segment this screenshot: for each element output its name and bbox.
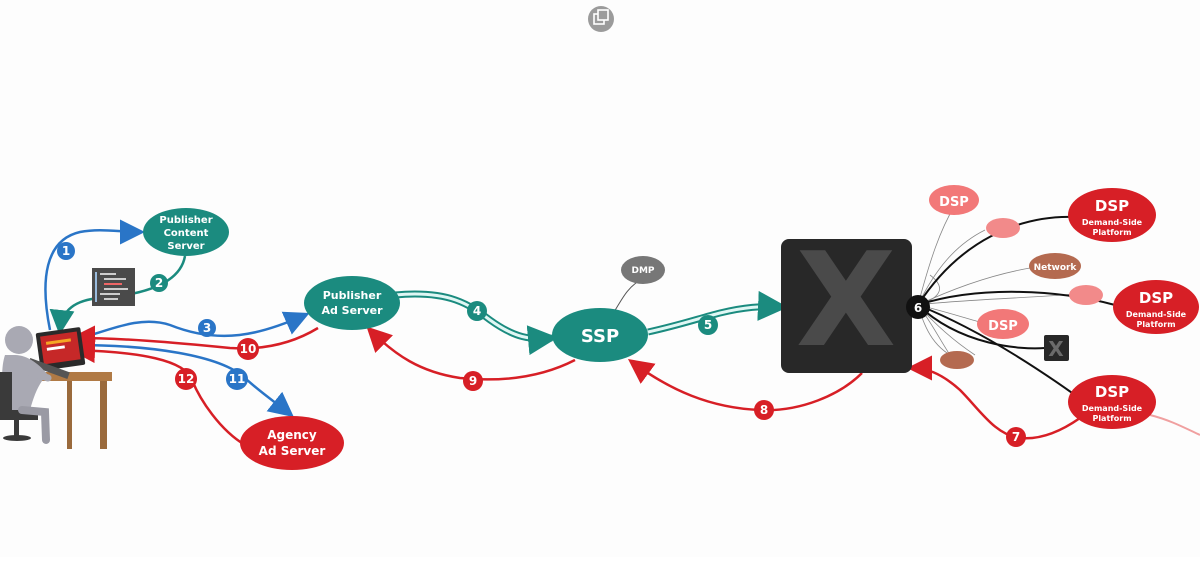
dsp-faded-top-label: DSP (939, 195, 969, 210)
step-badge-8: 8 (754, 400, 774, 420)
flow-line-10 (70, 325, 319, 351)
ad-exchange-node: X (781, 224, 912, 376)
svg-text:3: 3 (203, 321, 211, 335)
svg-text:9: 9 (469, 374, 477, 388)
small-exchange-label: X (1048, 337, 1064, 361)
step-badge-1: 1 (57, 242, 75, 260)
network-node: Network (1029, 253, 1081, 279)
dsp-3-sub1: Demand-Side (1082, 404, 1143, 413)
step-badge-12: 12 (175, 368, 197, 390)
svg-text:2: 2 (155, 276, 163, 290)
flow-line-9 (366, 326, 576, 381)
ssp-label: SSP (581, 326, 619, 347)
dsp-3-title: DSP (1095, 383, 1129, 401)
dsp-faded-mid-node: DSP (977, 309, 1029, 339)
dsp-faded-mid-label: DSP (988, 319, 1018, 334)
dmp-label: DMP (631, 266, 654, 276)
dsp-2-node: DSP Demand-Side Platform (1113, 280, 1199, 334)
agency-ad-server-node: Agency Ad Server (240, 416, 344, 470)
step-badge-6: 6 (906, 295, 930, 319)
dsp-1-sub1: Demand-Side (1082, 218, 1143, 227)
dsp-faded-top-node: DSP (929, 185, 979, 215)
ssp-node: SSP (552, 308, 648, 362)
step-badge-5: 5 (698, 315, 718, 335)
svg-text:12: 12 (178, 372, 195, 386)
faded-dsp-blob-2 (1069, 285, 1103, 305)
flow-line-11 (74, 343, 294, 418)
publisher-content-server-line2: Content (164, 228, 209, 239)
network-blob-small (940, 351, 974, 369)
dmp-node: DMP (621, 256, 665, 284)
dsp-3-sub2: Platform (1092, 414, 1131, 423)
publisher-content-server-line3: Server (167, 241, 204, 252)
step-badge-4: 4 (467, 301, 487, 321)
flow-line-1 (44, 219, 145, 331)
network-label: Network (1034, 263, 1078, 273)
dsp-1-node: DSP Demand-Side Platform (1068, 188, 1156, 242)
small-exchange-node: X (1044, 335, 1069, 361)
exchange-dsp-lines (917, 215, 1116, 396)
publisher-content-server-node: Publisher Content Server (143, 208, 229, 256)
user-at-computer-illustration (0, 326, 112, 449)
step-badge-7: 7 (1006, 427, 1026, 447)
svg-text:4: 4 (473, 304, 481, 318)
step-badge-10: 10 (237, 338, 259, 360)
dsp-1-sub2: Platform (1092, 228, 1131, 237)
step-badge-2: 2 (150, 274, 168, 292)
flow-line-7 (907, 355, 1081, 440)
dsp-2-title: DSP (1139, 289, 1173, 307)
dsp-3-node: DSP Demand-Side Platform (1068, 375, 1156, 429)
agency-ad-server-line2: Ad Server (259, 444, 326, 458)
step-badge-11: 11 (226, 368, 248, 390)
publisher-ad-server-line1: Publisher (323, 289, 382, 302)
agency-ad-server-line1: Agency (267, 428, 317, 442)
publisher-ad-server-line2: Ad Server (321, 304, 383, 317)
svg-text:5: 5 (704, 318, 712, 332)
dsp-2-sub2: Platform (1136, 320, 1175, 329)
exchange-x-label: X (796, 224, 896, 376)
html-page-icon (92, 268, 135, 306)
svg-text:1: 1 (62, 244, 70, 258)
copy-icon[interactable] (588, 6, 614, 32)
dsp-1-title: DSP (1095, 197, 1129, 215)
dsp-2-sub1: Demand-Side (1126, 310, 1187, 319)
svg-text:10: 10 (240, 342, 257, 356)
step-badge-3: 3 (198, 319, 216, 337)
faded-dsp-blob-1 (986, 218, 1020, 238)
svg-text:7: 7 (1012, 430, 1020, 444)
flow-line-3 (74, 311, 310, 342)
svg-text:11: 11 (229, 372, 246, 386)
publisher-ad-server-node: Publisher Ad Server (304, 276, 400, 330)
step-badge-9: 9 (463, 371, 483, 391)
svg-text:8: 8 (760, 403, 768, 417)
publisher-content-server-line1: Publisher (159, 215, 212, 226)
svg-text:6: 6 (914, 301, 922, 315)
